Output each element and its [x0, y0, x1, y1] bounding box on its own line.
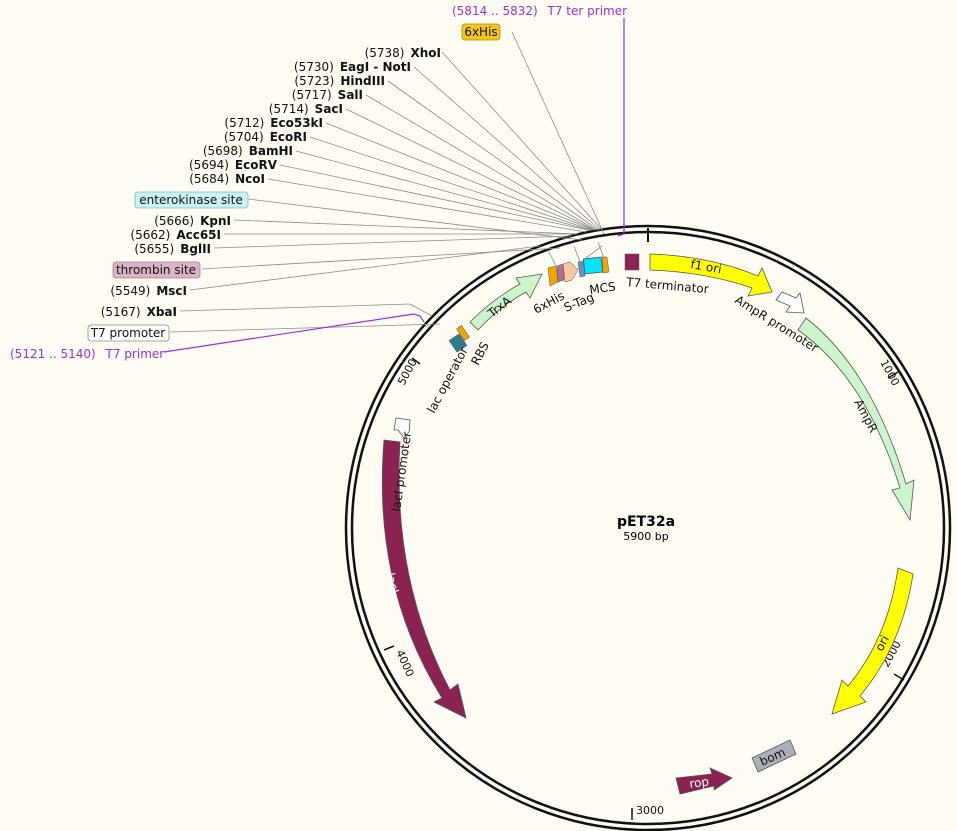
thrombin-box: [112, 261, 201, 279]
rop-arrow: [675, 767, 733, 795]
enzyme-label: (5698)BamHI: [203, 144, 293, 158]
t7-ter-primer-range: (5814 .. 5832): [452, 4, 538, 18]
enterokinase-box: [134, 191, 249, 209]
rbs-box: [456, 325, 470, 341]
t7-primer-label: (5121 .. 5140) T7 primer: [10, 347, 164, 361]
leader-lines: [169, 31, 605, 333]
enterokinase-label: enterokinase site: [139, 193, 242, 207]
laci-arrow: [381, 439, 467, 719]
enzyme-label: (5666)KpnI: [154, 214, 231, 228]
enzyme-label: (5655)BglII: [134, 242, 211, 256]
enzyme-labels: (5738)XhoI (5730)EagI - NotI (5723)HindI…: [101, 46, 441, 319]
trxa-arrow: [469, 273, 543, 331]
tick-label-5000: 5000: [395, 357, 420, 388]
t7-ter-primer-label: (5814 .. 5832) T7 ter primer: [452, 4, 627, 18]
rop-label: rop: [688, 774, 709, 791]
enzyme-label: (5662)Acc65I: [130, 228, 221, 242]
enzyme-label: (5738)XhoI: [365, 46, 441, 60]
mcs-label: MCS: [588, 279, 616, 297]
t7-promoter-box: [87, 324, 170, 342]
t7-terminator-box: [624, 253, 640, 271]
thrombin-label: thrombin site: [116, 263, 196, 277]
tick-label-4000: 4000: [393, 648, 416, 679]
t7-primer-range: (5121 .. 5140): [10, 347, 96, 361]
enzyme-label: (5730)EagI - NotI: [294, 60, 411, 74]
t7-terminator-label: T7 terminator: [625, 275, 710, 296]
mcs-box: [582, 256, 604, 275]
rbs-label: RBS: [468, 340, 492, 368]
his-arrow: [547, 265, 559, 287]
scale-ticks: 1000 2000 3000 4000 5000: [383, 357, 905, 820]
t7-promoter-label: T7 promoter: [90, 326, 166, 340]
plasmid-size: 5900 bp: [623, 530, 668, 543]
ampr-arrow: [797, 317, 915, 522]
enzyme-label: (5694)EcoRV: [189, 158, 278, 172]
f1-ori-label: f1 ori: [689, 257, 722, 276]
ampr-promoter-arrow: [775, 291, 805, 314]
enzyme-label: (5704)EcoRI: [224, 130, 307, 144]
enzyme-label: (5714)SacI: [269, 102, 343, 116]
plasmid-name: pET32a: [617, 514, 675, 530]
t7-ter-primer-line: [617, 18, 625, 237]
laci-label: lacI: [383, 571, 402, 595]
ori-arrow: [831, 567, 914, 715]
backbone-outer: [344, 224, 952, 831]
t7-primer-line: [163, 313, 425, 353]
tick-label-1000: 1000: [877, 357, 902, 388]
f1-ori-arrow: [649, 253, 773, 297]
ori-label: ori: [872, 633, 892, 653]
tick-label-3000: 3000: [636, 804, 664, 817]
his-top-box: [461, 23, 501, 41]
laci-promoter-arrow: [393, 417, 411, 439]
lac-operator-box: [448, 333, 468, 353]
enzyme-label: (5549)MscI: [110, 284, 187, 298]
t7-primer-name: T7 primer: [105, 347, 165, 361]
enterokinase-feature: [577, 260, 586, 278]
enzyme-label: (5712)Eco53kI: [224, 116, 323, 130]
enzyme-label: (5723)HindIII: [294, 74, 385, 88]
enzyme-label: (5684)NcoI: [189, 172, 265, 186]
his-arrow-2: [601, 256, 610, 274]
thrombin-feature: [556, 263, 565, 283]
s-tag-arrow: [562, 261, 579, 283]
his-top-label: 6xHis: [464, 25, 497, 39]
enzyme-label: (5717)SalI: [292, 88, 363, 102]
t7-ter-primer-name: T7 ter primer: [547, 4, 628, 18]
bom-box: [751, 739, 797, 773]
lac-operator-label: lac operator: [424, 345, 471, 416]
enzyme-label: (5167)XbaI: [101, 305, 177, 319]
